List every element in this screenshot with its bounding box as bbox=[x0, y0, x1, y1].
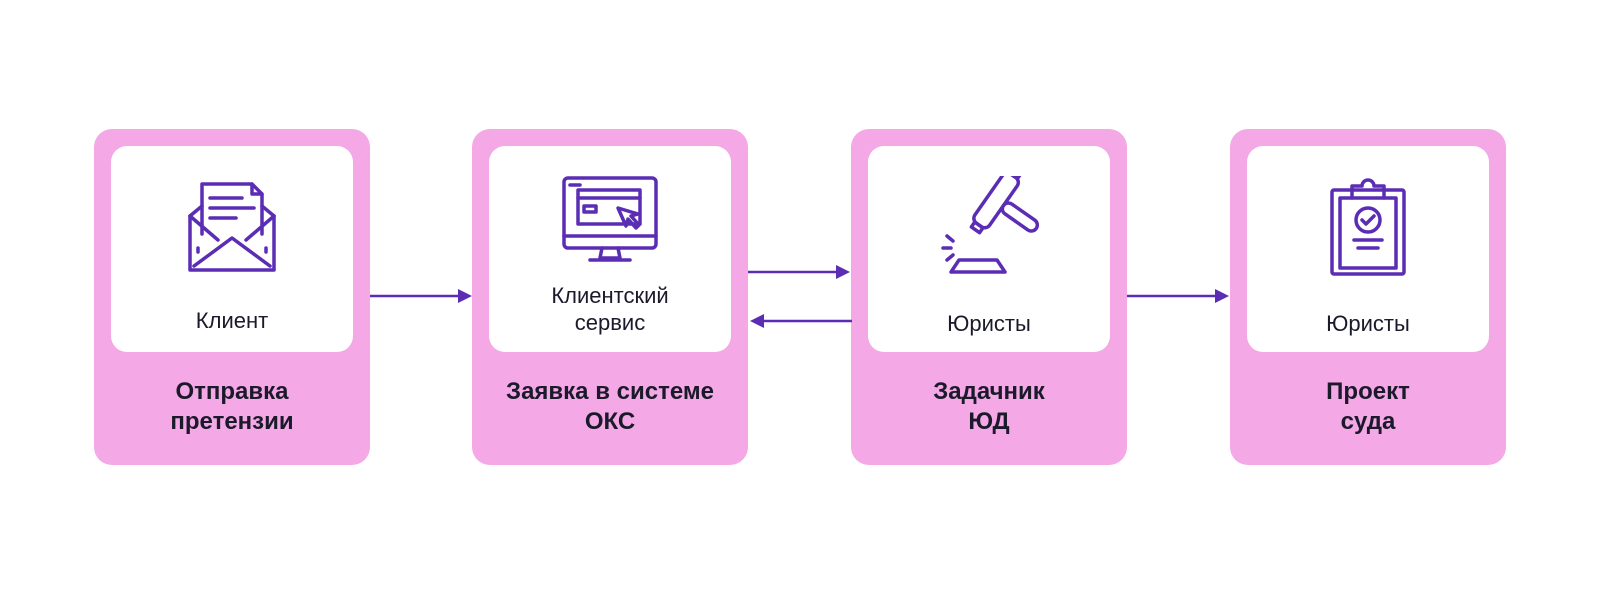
step-card-inner: Юристы bbox=[868, 146, 1110, 352]
monitor-cursor-icon bbox=[562, 176, 658, 262]
envelope-letter-icon bbox=[188, 182, 276, 272]
step-card-inner: Юристы bbox=[1247, 146, 1489, 352]
step-role: Клиент bbox=[195, 308, 269, 333]
step-title: Проект суда bbox=[1326, 378, 1410, 435]
step-role: Юристы bbox=[1326, 311, 1410, 336]
step-title: Отправка претензии bbox=[170, 378, 294, 435]
step-card-oks-request: Клиентский сервис Заявка в системе ОКС bbox=[472, 129, 748, 465]
step-role: Клиентский сервис bbox=[551, 283, 669, 335]
step-card-legal-tasks: Юристы Задачник ЮД bbox=[851, 129, 1127, 465]
arrow-legal-to-court bbox=[1127, 289, 1229, 303]
gavel-icon bbox=[941, 176, 1039, 274]
step-title: Задачник ЮД bbox=[933, 378, 1045, 435]
step-title: Заявка в системе ОКС bbox=[506, 378, 714, 435]
step-card-inner: Клиент bbox=[111, 146, 353, 352]
step-role: Юристы bbox=[947, 311, 1031, 336]
step-card-inner: Клиентский сервис bbox=[489, 146, 731, 352]
clipboard-check-icon bbox=[1330, 178, 1406, 276]
arrow-legal-to-service bbox=[750, 314, 852, 328]
step-card-court-draft: Юристы Проект суда bbox=[1230, 129, 1506, 465]
arrow-client-to-service bbox=[370, 289, 472, 303]
arrow-service-to-legal bbox=[748, 265, 850, 279]
step-card-complaint: Клиент Отправка претензии bbox=[94, 129, 370, 465]
